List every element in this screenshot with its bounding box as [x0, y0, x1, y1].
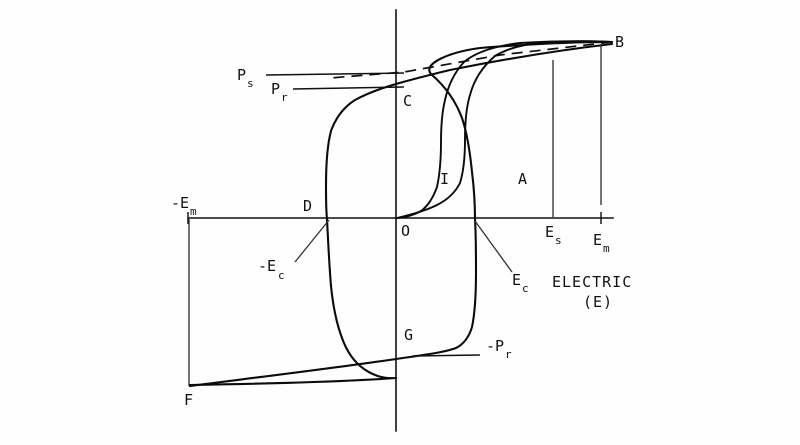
- label-negative-Pr: -P: [486, 337, 504, 355]
- label-negative-Em-subscript: m: [190, 205, 197, 218]
- negative-Pr-leader-line: [412, 354, 481, 357]
- saturation-extrapolation-dashed-line: [329, 41, 613, 79]
- label-Es-subscript: s: [555, 234, 562, 247]
- Pr-leader-line: [292, 86, 405, 90]
- label-point-B: B: [615, 33, 624, 51]
- label-point-F: F: [184, 391, 193, 409]
- x-axis-title-symbol: (E): [583, 293, 613, 311]
- label-negative-Em: -E: [171, 194, 189, 212]
- label-Ec-subscript: c: [522, 282, 529, 295]
- label-point-I: I: [440, 170, 449, 188]
- label-point-D: D: [303, 197, 312, 215]
- Ec-pointer-line: [474, 220, 513, 273]
- ascending-branch-curve: [188, 40, 614, 388]
- label-point-G: G: [404, 326, 413, 344]
- label-Es: E: [545, 223, 554, 241]
- label-Em: E: [593, 231, 602, 249]
- label-Pr: P: [271, 80, 280, 98]
- label-point-C: C: [403, 92, 412, 110]
- initial-polarization-curve-I: [397, 40, 613, 219]
- label-Pr-subscript: r: [281, 91, 288, 104]
- label-Ec: E: [512, 271, 521, 289]
- label-negative-Ec: -E: [258, 257, 276, 275]
- label-point-A: A: [518, 170, 527, 188]
- x-axis-title: ELECTRIC: [552, 273, 632, 291]
- minor-loop-curve: [396, 40, 613, 219]
- label-negative-Ec-subscript: c: [278, 269, 285, 282]
- label-Ps: P: [237, 66, 246, 84]
- label-negative-Pr-subscript: r: [505, 348, 512, 361]
- negative-Ec-pointer-line: [294, 219, 330, 263]
- descending-branch-curve: [188, 42, 614, 387]
- label-Ps-subscript: s: [247, 77, 254, 90]
- label-origin-O: O: [401, 222, 410, 240]
- Ps-leader-line: [265, 72, 405, 76]
- label-Em-subscript: m: [603, 242, 610, 255]
